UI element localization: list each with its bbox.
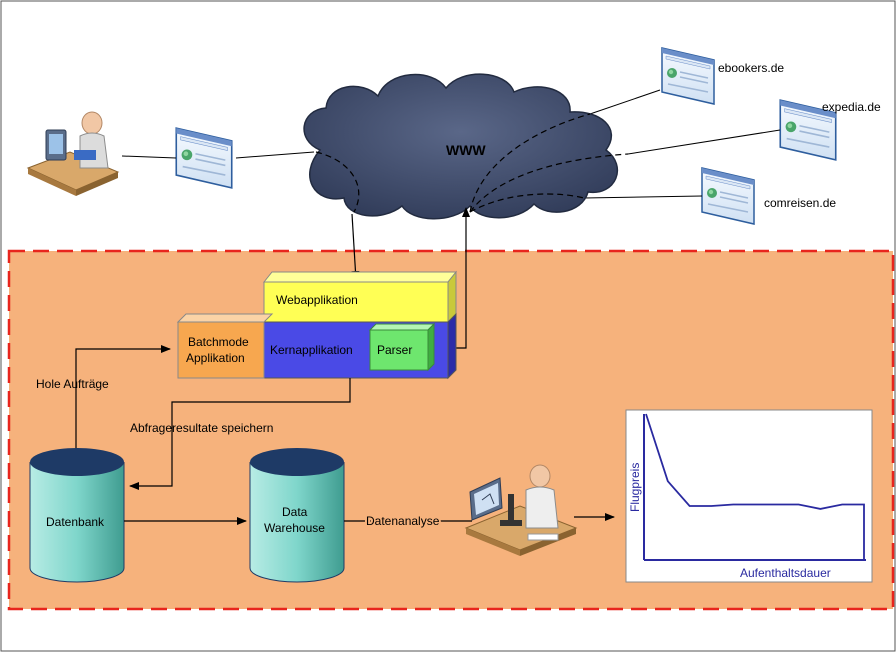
site-label-ebookers: ebookers.de [718, 61, 784, 75]
data-warehouse-cylinder: Data Warehouse [249, 448, 345, 583]
chart-y-label: Flugpreis [628, 463, 642, 512]
site-label-expedia: expedia.de [822, 100, 881, 114]
ebookers-route-dashed [469, 113, 591, 213]
user-workstation-icon [26, 111, 120, 196]
hole-auftraege-label: Hole Aufträge [36, 377, 109, 391]
kern-label: Kernapplikation [270, 343, 353, 357]
dw-label-line1: Data [282, 505, 308, 519]
datenbank-label: Datenbank [46, 515, 105, 529]
batch-label-line2: Applikation [186, 351, 245, 365]
webapp-label: Webapplikation [276, 293, 358, 307]
chart-x-label: Aufenthaltsdauer [740, 566, 831, 580]
datenanalyse-label: Datenanalyse [366, 514, 440, 528]
parser-label: Parser [377, 343, 412, 357]
expedia-link-line [627, 129, 781, 155]
abfrageresultate-arrow [129, 378, 351, 490]
comreisen-link-line [583, 195, 703, 199]
abfrageresultate-label: Abfrageresultate speichern [130, 421, 273, 435]
ebookers-link-line [589, 89, 661, 115]
client-route-dashed [315, 151, 360, 213]
dw-label-line2: Warehouse [264, 521, 325, 535]
webapplikation-block: Webapplikation [262, 270, 458, 324]
site-label-comreisen: comreisen.de [764, 196, 836, 210]
chart-series-line-0 [645, 413, 865, 560]
chart-background [625, 409, 873, 583]
batch-label-line1: Batchmode [188, 335, 249, 349]
browser-to-cloud-line [235, 151, 315, 159]
hole-auftraege-arrow [75, 345, 171, 450]
datenbank-cylinder: Datenbank [29, 448, 125, 583]
batchmode-block: Batchmode Applikation [176, 313, 274, 379]
user-to-browser-line [121, 155, 177, 159]
expedia-route-dashed [469, 153, 629, 213]
price-chart: Aufenthaltsdauer Flugpreis [625, 409, 873, 583]
parser-block: Parser [368, 322, 436, 372]
chart-series-layer [645, 413, 865, 560]
www-cloud: WWW [303, 73, 618, 220]
analyst-microscope-icon [464, 464, 578, 556]
comreisen-route-dashed [469, 193, 585, 213]
cloud-to-webapp-arrow [351, 213, 360, 281]
www-label: WWW [446, 142, 486, 158]
